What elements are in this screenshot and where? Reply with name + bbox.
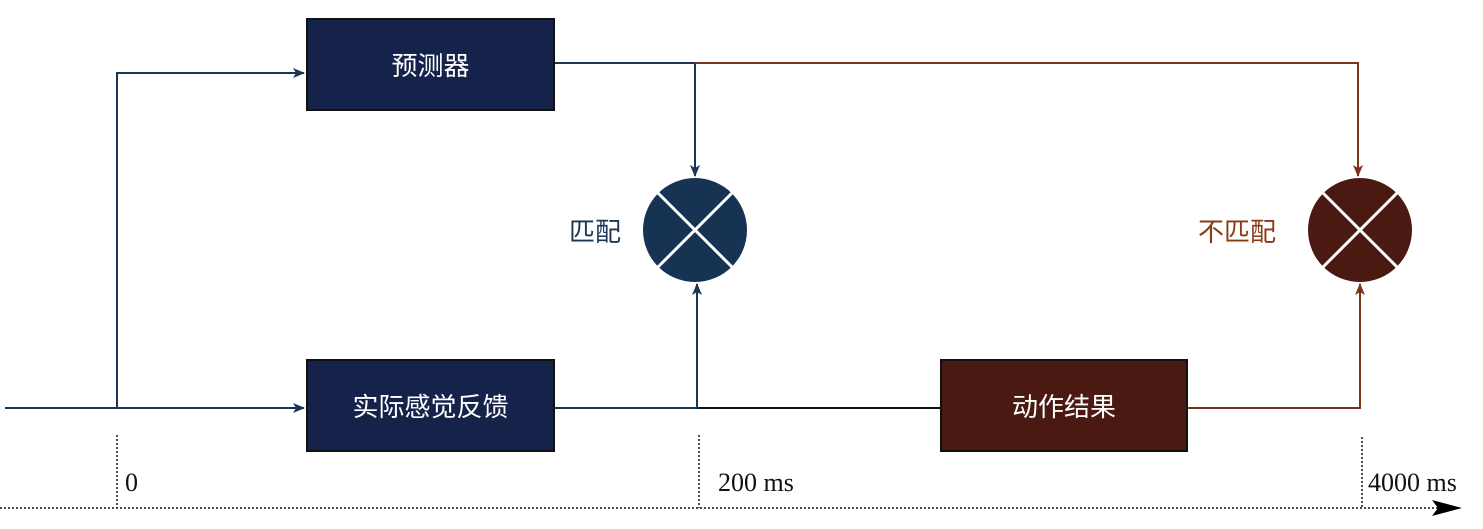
time-label-200: 200 ms xyxy=(718,468,794,497)
branch-to-predictor xyxy=(116,68,305,408)
match-comparator-icon xyxy=(643,178,747,282)
action-result-box: 动作结果 xyxy=(940,359,1188,452)
action-to-mismatch xyxy=(1187,283,1365,409)
mismatch-comparator-icon xyxy=(1308,178,1412,282)
predictor-to-mismatch xyxy=(695,62,1363,177)
mismatch-label: 不匹配 xyxy=(1198,218,1277,247)
time-label-0: 0 xyxy=(125,468,138,497)
time-label-4000: 4000 ms xyxy=(1368,468,1457,497)
predictor-to-match xyxy=(554,62,700,177)
actual-feedback-box: 实际感觉反馈 xyxy=(306,359,555,452)
predictor-box: 预测器 xyxy=(306,18,555,111)
match-label: 匹配 xyxy=(569,218,622,247)
